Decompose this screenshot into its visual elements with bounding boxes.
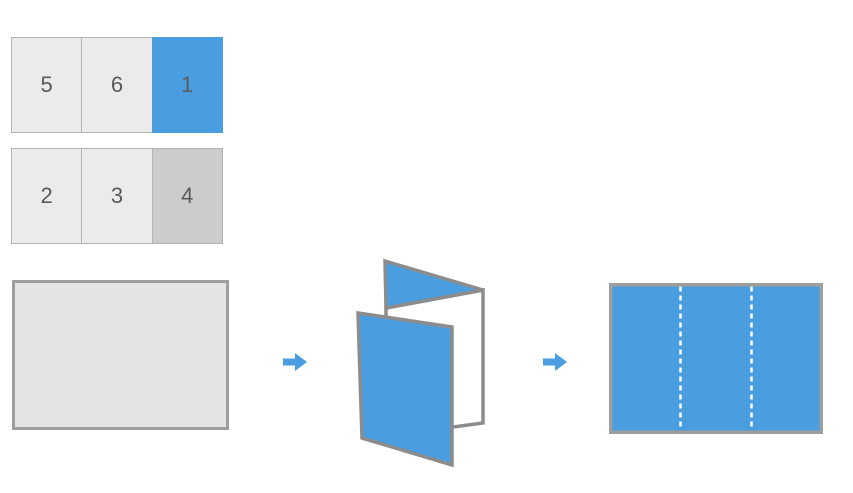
page-grid-row-inside: 2 3 4 xyxy=(11,148,225,244)
page-cell-label: 1 xyxy=(181,72,194,97)
page-cell-label: 6 xyxy=(110,72,124,97)
finished-brochure-shape[interactable] xyxy=(609,283,823,434)
page-cell-3[interactable]: 3 xyxy=(81,148,153,244)
page-cell-2[interactable]: 2 xyxy=(11,148,83,244)
fold-panel-front-blue xyxy=(356,310,454,468)
arrow-right-icon xyxy=(283,353,307,371)
page-cell-4[interactable]: 4 xyxy=(151,148,223,244)
page-cell-label: 3 xyxy=(110,183,124,208)
page-cell-5[interactable]: 5 xyxy=(11,37,83,133)
page-cell-label: 4 xyxy=(181,183,194,208)
flat-sheet-shape[interactable] xyxy=(12,280,229,430)
fold-panel-top-blue xyxy=(383,258,484,311)
page-cell-1[interactable]: 1 xyxy=(151,37,223,133)
page-cell-label: 2 xyxy=(40,183,53,208)
page-order-grid: 5 6 1 2 3 4 xyxy=(11,37,225,244)
arrow-right-icon xyxy=(543,353,567,371)
flow-arrow-2 xyxy=(541,351,569,373)
finished-brochure-body xyxy=(609,283,823,434)
folded-brochure-shape[interactable] xyxy=(340,250,510,480)
page-grid-row-outside: 5 6 1 xyxy=(11,37,225,133)
finished-brochure-svg xyxy=(609,283,823,434)
folded-brochure-svg xyxy=(356,258,485,468)
flow-arrow-1 xyxy=(281,351,309,373)
page-cell-label: 5 xyxy=(40,72,53,97)
page-cell-6[interactable]: 6 xyxy=(81,37,153,133)
